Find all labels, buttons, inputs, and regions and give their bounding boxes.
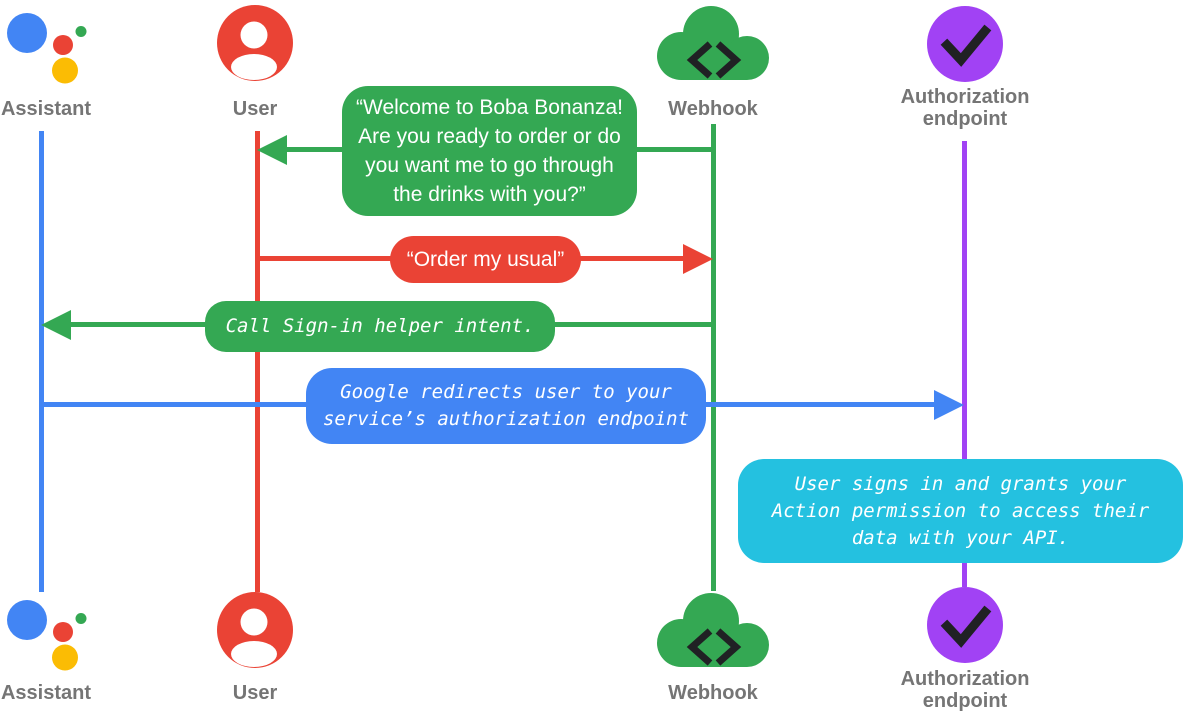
arrowhead-right-icon [934,390,964,420]
actor-label-authorization-endpoint-bottom: Authorization endpoint [900,668,1030,712]
check-circle-icon [927,6,1003,82]
message-bubble-signin-helper: Call Sign-in helper intent. [205,301,555,352]
actor-label-user-bottom: User [232,682,278,704]
actor-label-authorization-endpoint-top: Authorization endpoint [900,86,1030,130]
message-bubble-welcome: “Welcome to Boba Bonanza! Are you ready … [342,86,637,216]
actor-label-assistant-top: Assistant [0,98,92,120]
cloud-code-icon [657,593,769,667]
user-icon [217,592,293,668]
arrowhead-left-icon [41,310,71,340]
message-bubble-order: “Order my usual” [390,236,581,283]
lifeline-assistant [39,131,44,592]
lifeline-webhook [711,124,716,591]
check-circle-icon [927,587,1003,663]
actor-label-webhook-bottom: Webhook [668,682,758,704]
lifeline-user [255,131,260,592]
google-assistant-icon [7,600,87,671]
cloud-code-icon [657,6,769,80]
actor-label-assistant-bottom: Assistant [0,682,92,704]
user-icon [217,5,293,81]
actor-label-webhook-top: Webhook [668,98,758,120]
message-bubble-redirect: Google redirects user to your service’s … [306,368,706,444]
note-bubble-user-signs-in: User signs in and grants your Action per… [738,459,1183,563]
google-assistant-icon [7,13,87,84]
lifeline-authorization-endpoint [962,141,967,587]
arrowhead-right-icon [683,244,713,274]
arrowhead-left-icon [257,135,287,165]
actor-label-user-top: User [232,98,278,120]
